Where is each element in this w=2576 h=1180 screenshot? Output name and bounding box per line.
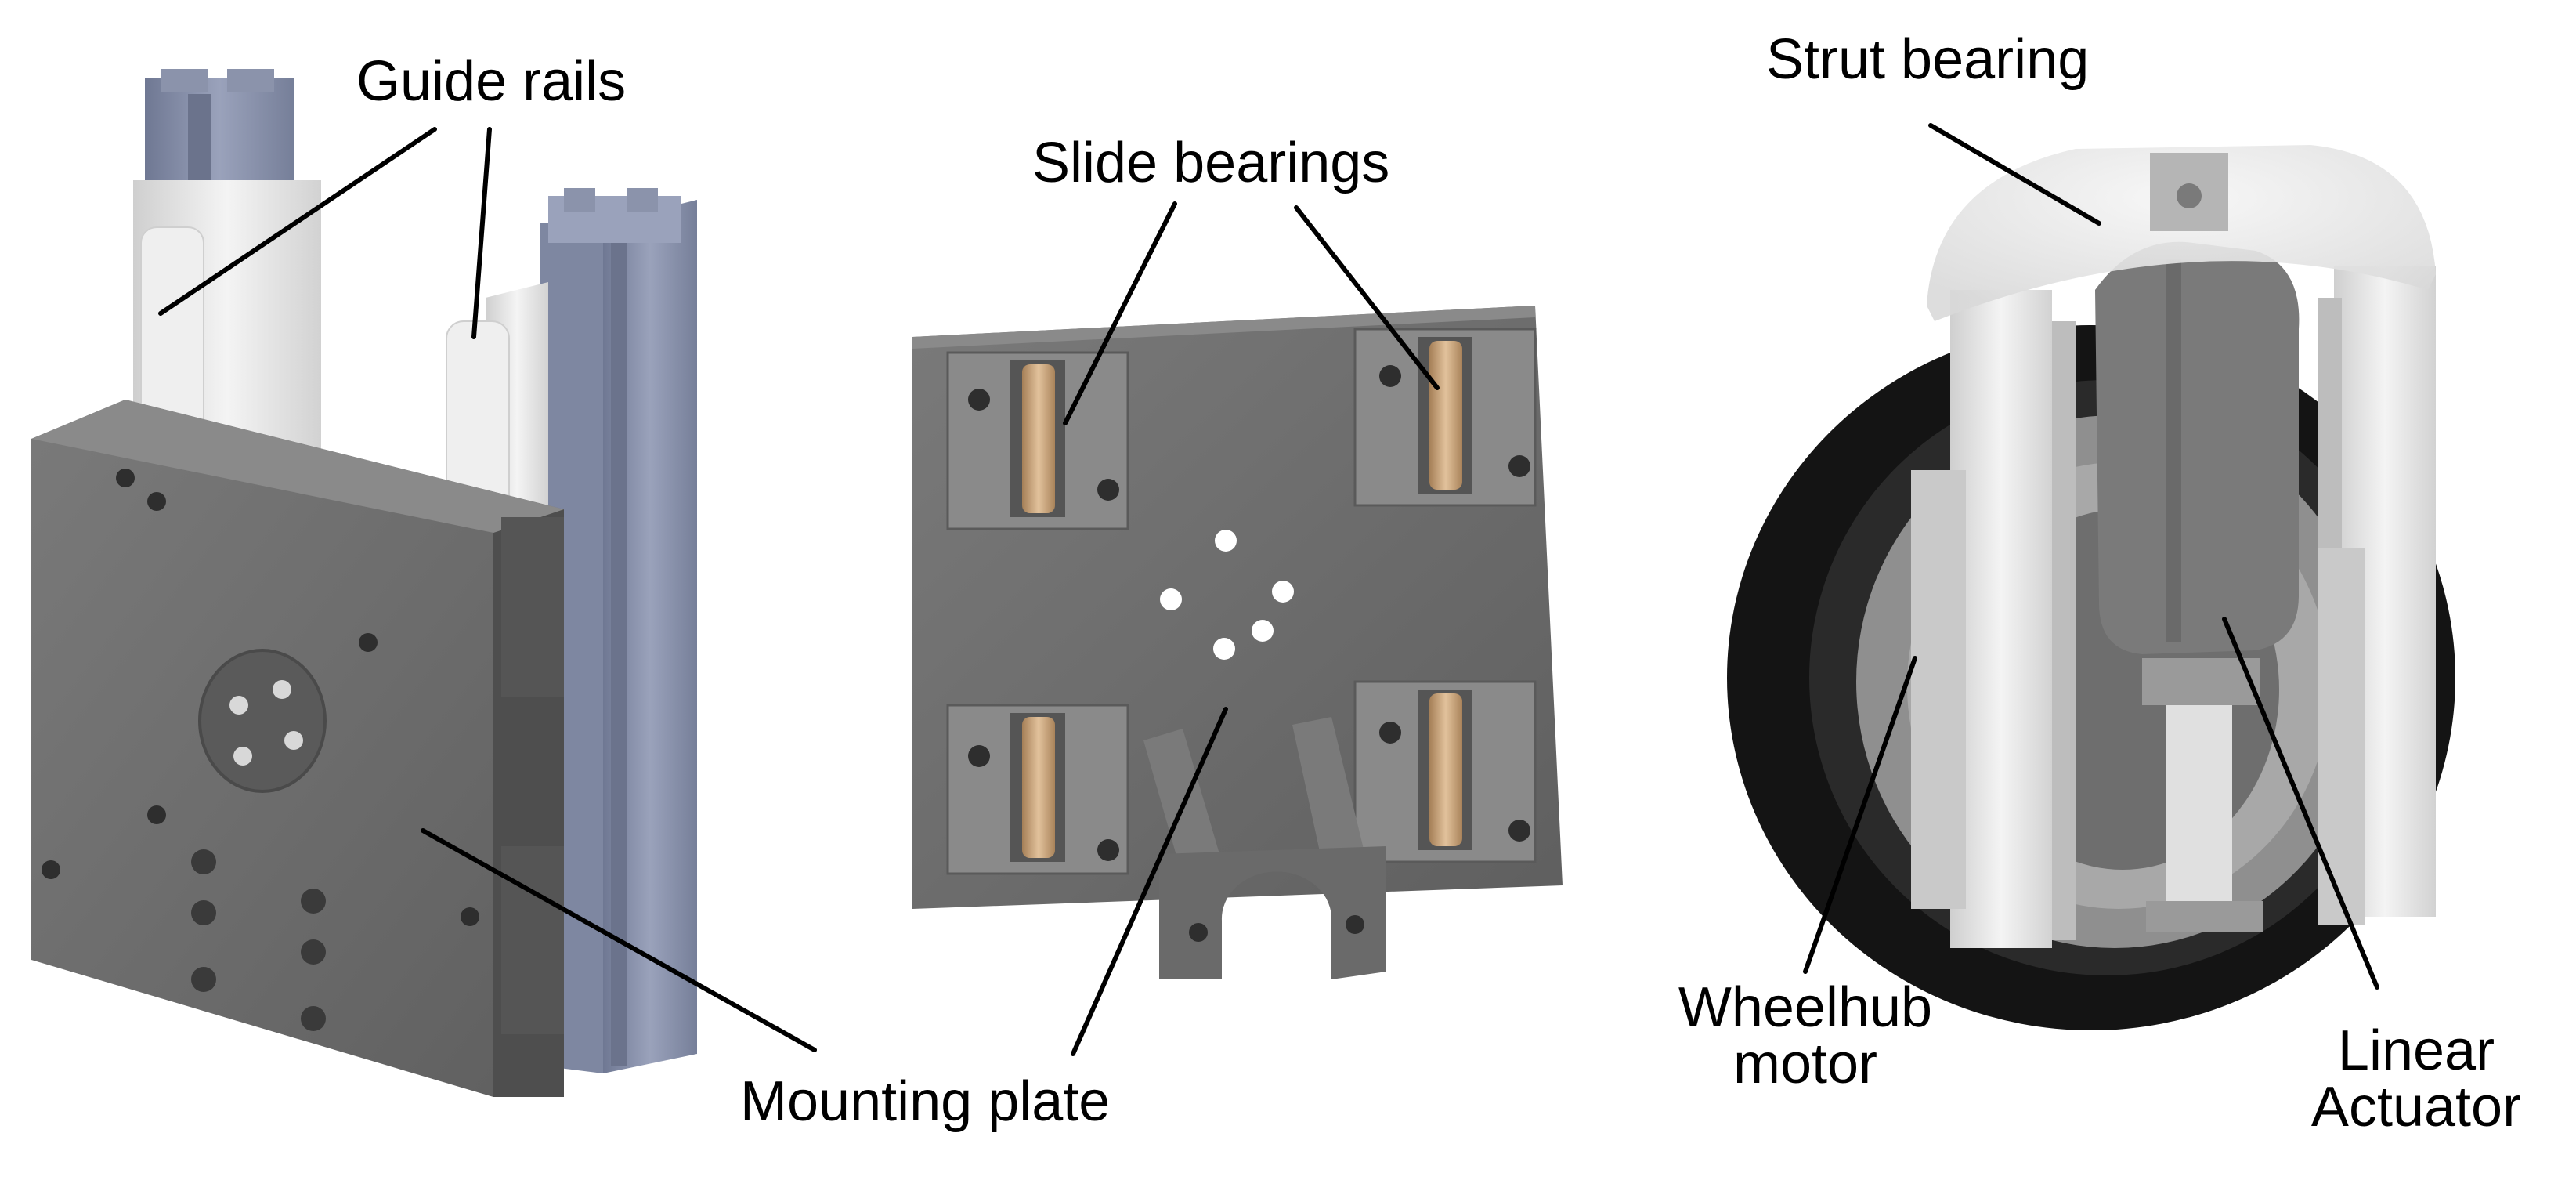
right-assembly bbox=[1727, 145, 2455, 1030]
leader-mounting-plate-middle bbox=[1071, 707, 1228, 1056]
label-linear-actuator-line2: Actuator bbox=[2310, 1076, 2522, 1138]
linear-actuator-body bbox=[2095, 241, 2300, 932]
slide-bearing-bottom-left bbox=[946, 704, 1129, 875]
label-wheelhub-motor-line2: motor bbox=[1732, 1033, 1878, 1095]
leader-slide-bearings-left bbox=[1063, 201, 1177, 425]
left-profile-rail-front bbox=[540, 188, 697, 1073]
left-mounting-plate bbox=[31, 400, 564, 1097]
label-strut-bearing: Strut bearing bbox=[1766, 28, 2090, 91]
label-wheelhub-motor: Wheelhub motor bbox=[1676, 979, 1935, 1092]
middle-assembly bbox=[912, 306, 1563, 979]
slide-bearing-top-right bbox=[1353, 328, 1537, 507]
leader-guide-rails-left bbox=[158, 127, 437, 316]
leader-wheelhub-motor bbox=[1803, 656, 1917, 974]
label-slide-bearings: Slide bearings bbox=[1032, 132, 1390, 194]
label-linear-actuator-line1: Linear bbox=[2337, 1019, 2495, 1082]
strut-frame bbox=[1911, 266, 2436, 948]
leader-lines bbox=[158, 123, 2379, 1056]
left-assembly bbox=[31, 69, 697, 1097]
label-wheelhub-motor-line1: Wheelhub bbox=[1678, 976, 1933, 1039]
label-guide-rails: Guide rails bbox=[356, 50, 627, 113]
slide-bearing-bottom-right bbox=[1353, 680, 1537, 863]
leader-linear-actuator bbox=[2222, 617, 2379, 990]
leader-mounting-plate-left bbox=[421, 828, 817, 1052]
leader-guide-rails-right bbox=[471, 127, 492, 339]
leader-strut-bearing bbox=[1928, 123, 2101, 226]
slide-bearing-top-left bbox=[946, 351, 1129, 530]
label-linear-actuator: Linear Actuator bbox=[2287, 1023, 2545, 1135]
leader-slide-bearings-right bbox=[1294, 205, 1440, 390]
strut-bearing-dome bbox=[1927, 145, 2436, 321]
label-mounting-plate: Mounting plate bbox=[740, 1070, 1111, 1133]
middle-center-holes bbox=[1160, 530, 1294, 660]
